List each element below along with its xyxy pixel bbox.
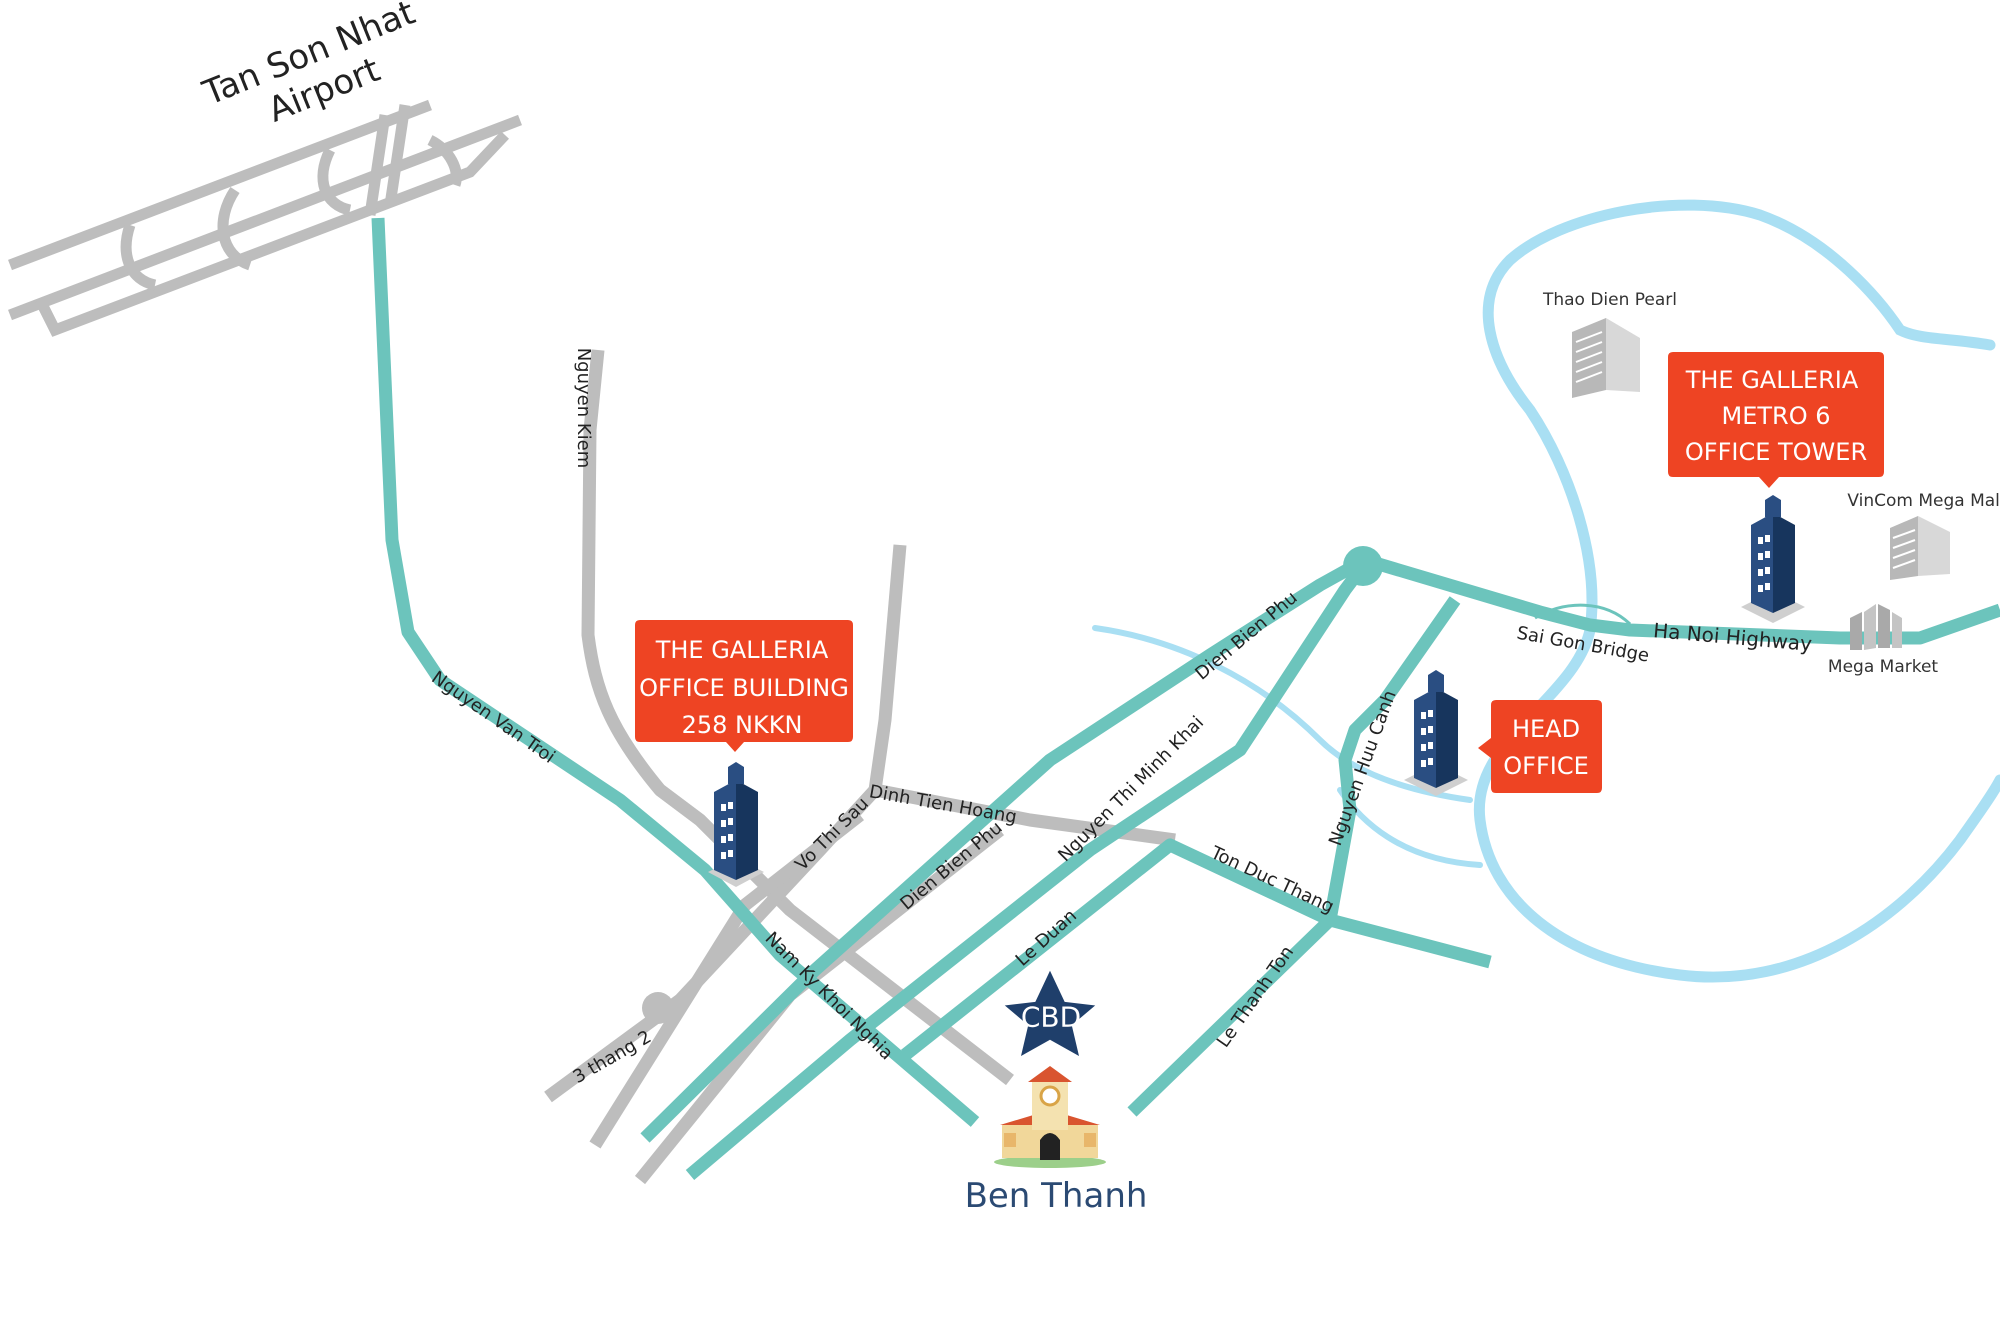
cbd-marker: CBD: [995, 961, 1105, 1064]
callout-galleria-metro-line2: METRO 6: [1722, 402, 1831, 430]
street-label-dien-bien-phu-lower: Dien Bien Phu: [896, 817, 1006, 914]
teal-roads: [371, 217, 2000, 1180]
callout-head-office-line2: OFFICE: [1503, 752, 1589, 780]
callout-head-office: HEAD OFFICE: [1478, 700, 1602, 793]
office-tower-icon: [1741, 495, 1805, 623]
callout-galleria-office-line3: 258 NKKN: [682, 711, 803, 739]
street-label-ha-noi-highway: Ha Noi Highway: [1652, 618, 1813, 656]
roundabout-3-thang-2: [642, 992, 674, 1024]
poi-label-thao-dien-pearl: Thao Dien Pearl: [1542, 290, 1677, 310]
street-label-ton-duc-thang: Ton Duc Thang: [1207, 842, 1338, 918]
callout-galleria-office-building: THE GALLERIA OFFICE BUILDING 258 NKKN: [635, 620, 853, 752]
junction-node: [1343, 546, 1383, 586]
callout-galleria-metro-line3: OFFICE TOWER: [1685, 438, 1867, 466]
ben-thanh-label: Ben Thanh: [965, 1176, 1148, 1216]
callout-galleria-office-line1: THE GALLERIA: [655, 636, 829, 664]
gray-building-icon: [1890, 516, 1950, 580]
callout-head-office-line1: HEAD: [1512, 715, 1580, 743]
street-label-nguyen-huu-canh: Nguyen Huu Canh: [1325, 688, 1401, 849]
airport-runways: [8, 99, 522, 337]
star-icon: [995, 961, 1105, 1064]
street-label-le-duan: Le Duan: [1012, 905, 1081, 970]
street-label-nguyen-van-troi: Nguyen Van Troi: [427, 667, 558, 768]
street-label-vo-thi-sau: Vo Thi Sau: [791, 793, 873, 875]
callout-galleria-metro-line1: THE GALLERIA: [1685, 366, 1859, 394]
street-label-le-thanh-ton: Le Thanh Ton: [1213, 942, 1298, 1051]
ben-thanh-market-icon: [994, 1066, 1106, 1168]
cbd-label: CBD: [1021, 1001, 1081, 1034]
gray-building-icon: [1572, 318, 1640, 398]
callout-galleria-metro-6: THE GALLERIA METRO 6 OFFICE TOWER: [1668, 352, 1884, 488]
poi-label-mega-market: Mega Market: [1828, 657, 1939, 677]
office-tower-icon: [1404, 670, 1468, 796]
street-label-nguyen-kiem: Nguyen Kiem: [573, 348, 594, 469]
saigon-bridge-icon: [1534, 603, 1632, 626]
callout-galleria-office-line2: OFFICE BUILDING: [639, 674, 849, 702]
market-building-icon: [1850, 604, 1902, 650]
office-tower-icon: [708, 762, 764, 887]
poi-label-vincom-mega-mall: VinCom Mega Mall: [1847, 491, 2000, 511]
